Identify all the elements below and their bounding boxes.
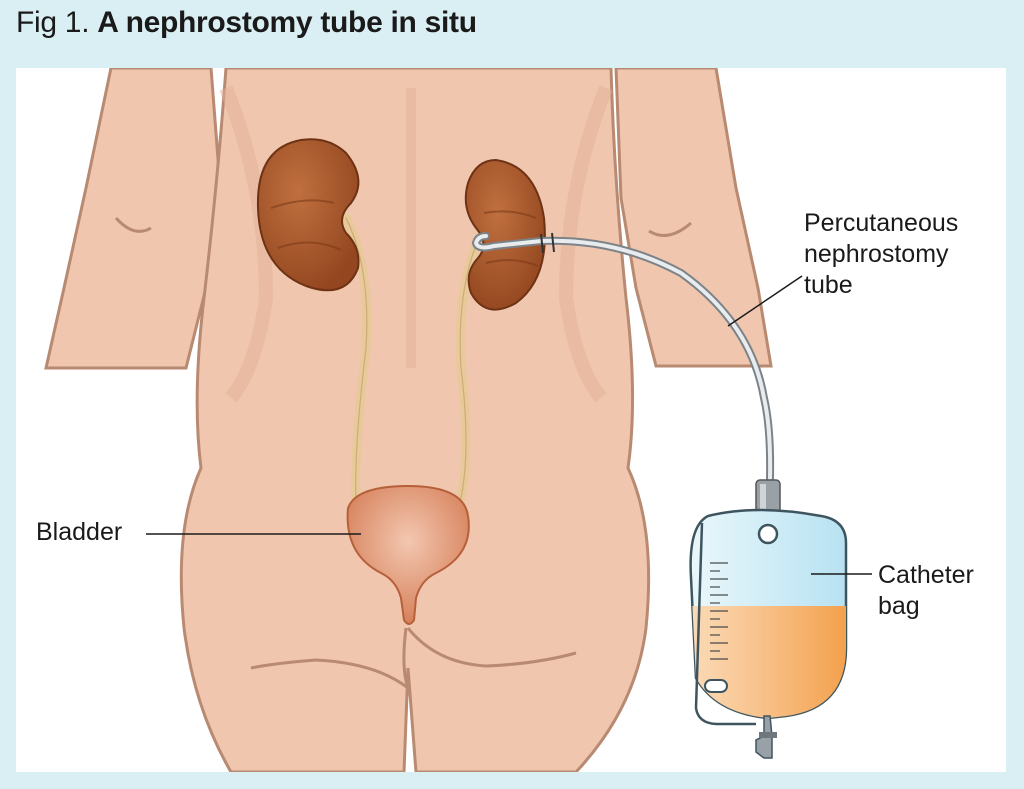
left-kidney xyxy=(256,138,360,292)
label-line: Percutaneous xyxy=(804,209,959,237)
catheter-bag xyxy=(689,508,848,759)
label-line: nephrostomy xyxy=(804,240,949,268)
label-bladder: Bladder xyxy=(36,518,123,546)
right-arm xyxy=(614,68,773,368)
figure-number: Fig 1. xyxy=(16,6,90,39)
label-line: Catheter xyxy=(878,561,974,589)
label-catheter-bag: Catheter bag xyxy=(878,560,974,622)
left-arm xyxy=(44,68,223,370)
label-nephrostomy-tube: Percutaneous nephrostomy tube xyxy=(804,208,958,301)
label-line: bag xyxy=(878,592,920,620)
bladder xyxy=(346,484,470,625)
illustration-panel: Percutaneous nephrostomy tube Bladder Ca… xyxy=(16,68,1006,772)
label-line: tube xyxy=(804,271,853,299)
right-kidney xyxy=(464,158,546,311)
figure-heading: A nephrostomy tube in situ xyxy=(97,6,477,39)
tube-leader-line xyxy=(727,275,803,327)
figure-title: Fig 1. A nephrostomy tube in situ xyxy=(16,6,477,40)
nephrostomy-illustration xyxy=(44,68,872,772)
